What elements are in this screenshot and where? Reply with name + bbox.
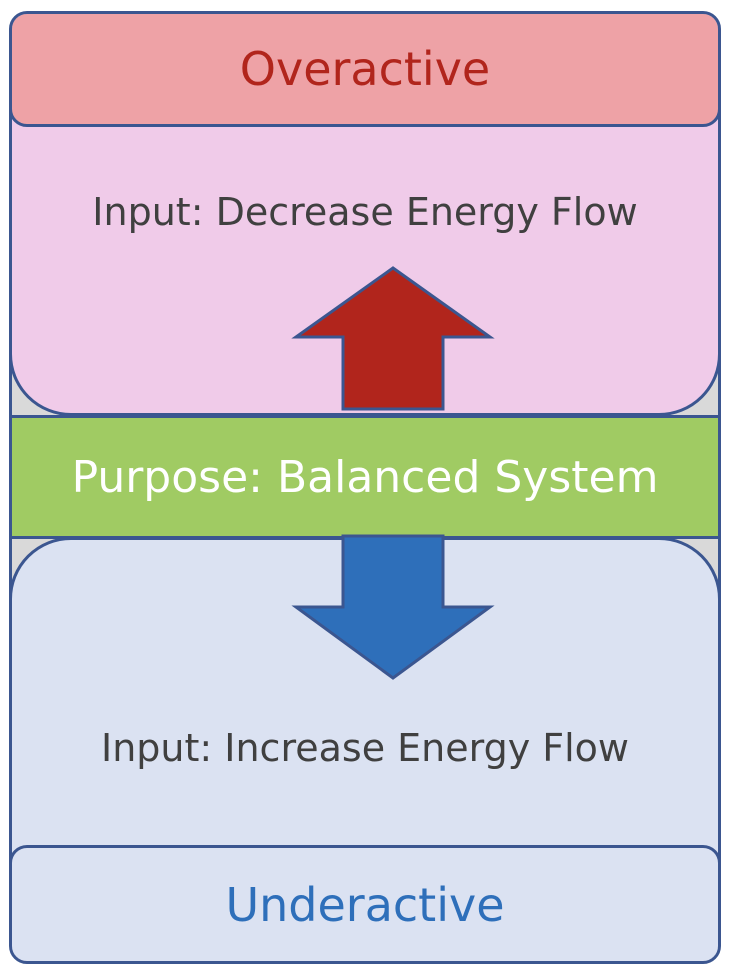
underactive-footer: Underactive xyxy=(12,845,718,961)
diagram-frame: Overactive Input: Decrease Energy Flow I… xyxy=(9,11,721,964)
up-arrow-shape xyxy=(291,266,495,411)
purpose-bar: Purpose: Balanced System xyxy=(12,415,718,539)
overactive-label: Overactive xyxy=(239,42,491,96)
overactive-header: Overactive xyxy=(12,14,718,127)
up-arrow-icon xyxy=(291,266,495,411)
underactive-label: Underactive xyxy=(225,877,505,932)
increase-energy-flow-text: Input: Increase Energy Flow xyxy=(100,726,630,770)
down-arrow-shape xyxy=(291,534,495,680)
decrease-energy-flow-text: Input: Decrease Energy Flow xyxy=(92,190,638,234)
purpose-label: Purpose: Balanced System xyxy=(71,451,659,503)
down-arrow-icon xyxy=(291,534,495,680)
